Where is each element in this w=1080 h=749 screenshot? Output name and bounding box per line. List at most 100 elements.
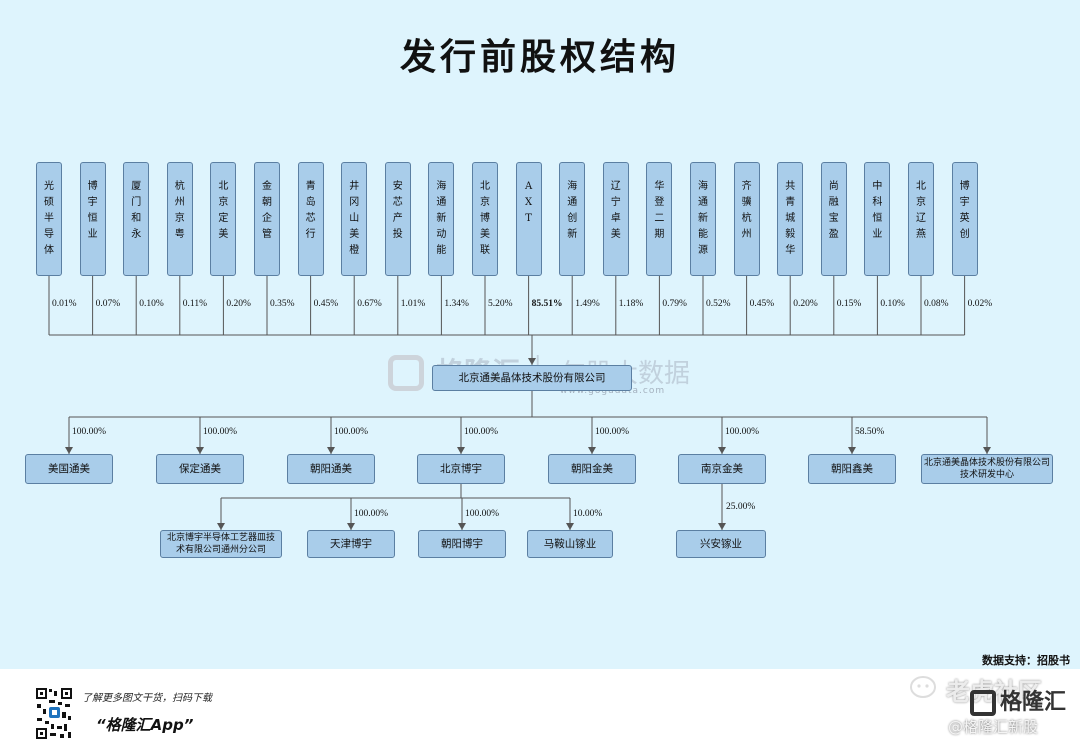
subsidiary-box: 南京金美 (678, 454, 766, 484)
shareholder-name: 北 京 博 美 联 (480, 181, 490, 256)
shareholder-box: 博 宇 英 创 (951, 162, 978, 276)
shareholder-box: 杭 州 京 粤 (166, 162, 193, 276)
boyu-child-box: 马鞍山镓业 (527, 530, 613, 558)
shareholder-name: A X T (524, 181, 533, 224)
shareholder-name: 海 通 创 新 (567, 181, 578, 240)
shareholder-box: 华 登 二 期 (646, 162, 673, 276)
shareholder-box: 青 岛 芯 行 (297, 162, 324, 276)
boyu-child-box: 天津博宇 (307, 530, 395, 558)
brand-logo-icon (970, 690, 996, 716)
shareholder-pct: 1.01% (400, 299, 426, 309)
shareholder-name: 光 硕 半 导 体 (44, 181, 54, 256)
watermark-url: www.gogudata.com (560, 386, 666, 396)
shareholder-name: 共 青 城 毅 华 (785, 181, 796, 256)
shareholder-box: 北 京 博 美 联 (472, 162, 498, 276)
shareholder-pct: 0.11% (182, 299, 207, 309)
shareholder-box: 海 通 新 能 源 (690, 162, 716, 276)
shareholder-pct: 5.20% (488, 299, 513, 309)
shareholder-name: 齐 骥 杭 州 (741, 181, 752, 240)
qr-code-icon (35, 676, 73, 742)
shareholder-name: 尚 融 宝 盈 (828, 181, 839, 240)
shareholder-box: 北 京 辽 燕 (908, 162, 934, 276)
boyu-child-box: 北京博宇半导体工艺器皿技术有限公司通州分公司 (160, 530, 282, 558)
shareholder-name: 青 岛 芯 行 (305, 181, 316, 240)
shareholder-pct: 0.10% (139, 299, 164, 309)
data-source: 数据支持：招股书 (982, 654, 1070, 667)
footer-bar: 了解更多图文干货，扫码下载 “格隆汇App” (0, 669, 1080, 749)
shareholder-pct: 0.45% (313, 299, 339, 309)
shareholder-box: 海 通 新 动 能 (428, 162, 455, 276)
shareholder-box: 辽 宁 卓 美 (602, 162, 629, 276)
shareholder-name: 金 朝 企 管 (262, 181, 272, 240)
shareholder-pct: 0.35% (270, 299, 295, 309)
jinmei-child-box: 兴安镓业 (676, 530, 766, 558)
footer-brand: 格隆汇 (1000, 690, 1067, 715)
shareholder-pct: 1.34% (444, 299, 469, 309)
shareholder-box: 金 朝 企 管 (254, 162, 280, 276)
subsidiary-box: 保定通美 (156, 454, 244, 484)
shareholder-pct: 0.15% (836, 299, 862, 309)
shareholder-pct: 85.51% (531, 299, 563, 309)
company-box: 北京通美晶体技术股份有限公司 (432, 365, 632, 391)
subsidiary-box: 北京通美晶体技术股份有限公司技术研发中心 (921, 454, 1053, 484)
shareholder-pct: 0.79% (662, 299, 687, 309)
footer-app-name: “格隆汇App” (96, 716, 194, 734)
boyu-child-pct: 100.00% (354, 509, 389, 519)
subsidiary-pct: 100.00% (595, 427, 630, 437)
shareholder-box: 光 硕 半 导 体 (36, 162, 62, 276)
shareholder-box: 中 科 恒 业 (864, 162, 891, 276)
shareholder-box: 厦 门 和 永 (123, 162, 150, 276)
tiger-logo-icon (908, 675, 938, 699)
shareholder-name: 海 通 新 能 源 (698, 181, 708, 256)
shareholder-name: 华 登 二 期 (654, 181, 665, 240)
shareholder-box: 海 通 创 新 (559, 162, 586, 276)
page-title: 发行前股权结构 (399, 37, 680, 78)
shareholder-pct: 0.45% (749, 299, 775, 309)
shareholder-box: 博 宇 恒 业 (79, 162, 106, 276)
shareholder-box: 北 京 定 美 (210, 162, 237, 276)
shareholder-box: 井 冈 山 美 橙 (341, 162, 368, 276)
subsidiary-pct: 100.00% (72, 427, 107, 437)
subsidiary-box: 朝阳通美 (287, 454, 375, 484)
boyu-child-pct: 100.00% (465, 509, 500, 519)
shareholder-name: 博 宇 英 创 (959, 181, 970, 240)
shareholder-pct: 0.08% (924, 299, 949, 309)
subsidiary-box: 北京博宇 (417, 454, 505, 484)
shareholder-pct: 0.01% (52, 299, 77, 309)
shareholder-name: 中 科 恒 业 (872, 181, 883, 240)
shareholder-pct: 1.18% (618, 299, 644, 309)
shareholder-pct: 1.49% (575, 299, 600, 309)
jinmei-child-pct: 25.00% (726, 502, 756, 512)
shareholder-pct: 0.52% (706, 299, 731, 309)
footer-handle: @格隆汇新股 (948, 718, 1039, 736)
shareholder-pct: 0.02% (967, 299, 993, 309)
subsidiary-box: 朝阳鑫美 (808, 454, 896, 484)
subsidiary-pct: 58.50% (855, 427, 885, 437)
company-name: 北京通美晶体技术股份有限公司 (458, 371, 606, 384)
shareholder-pct: 0.20% (793, 299, 818, 309)
shareholder-box: 齐 骥 杭 州 (733, 162, 760, 276)
shareholder-box: 安 芯 产 投 (384, 162, 411, 276)
shareholder-box: 尚 融 宝 盈 (820, 162, 847, 276)
shareholder-name: 井 冈 山 美 橙 (349, 181, 360, 256)
subsidiary-pct: 100.00% (464, 427, 499, 437)
boyu-child-box: 朝阳博宇 (418, 530, 506, 558)
shareholder-pct: 0.07% (95, 299, 121, 309)
subsidiary-pct: 100.00% (203, 427, 238, 437)
shareholder-pct: 0.67% (357, 299, 382, 309)
shareholder-pct: 0.20% (226, 299, 251, 309)
shareholder-name: 安 芯 产 投 (392, 181, 403, 240)
shareholder-box: 共 青 城 毅 华 (777, 162, 804, 276)
shareholder-name: 杭 州 京 粤 (174, 181, 185, 240)
subsidiary-pct: 100.00% (334, 427, 369, 437)
watermark-logo-icon (388, 355, 424, 391)
boyu-child-pct: 10.00% (573, 509, 603, 519)
shareholder-name: 北 京 定 美 (218, 181, 229, 240)
shareholder-pct: 0.10% (880, 299, 905, 309)
shareholder-box: A X T (515, 162, 542, 276)
shareholder-name: 北 京 辽 燕 (916, 181, 926, 240)
subsidiary-box: 美国通美 (25, 454, 113, 484)
footer-note: 了解更多图文干货，扫码下载 (82, 693, 212, 704)
shareholder-name: 海 通 新 动 能 (436, 181, 447, 256)
